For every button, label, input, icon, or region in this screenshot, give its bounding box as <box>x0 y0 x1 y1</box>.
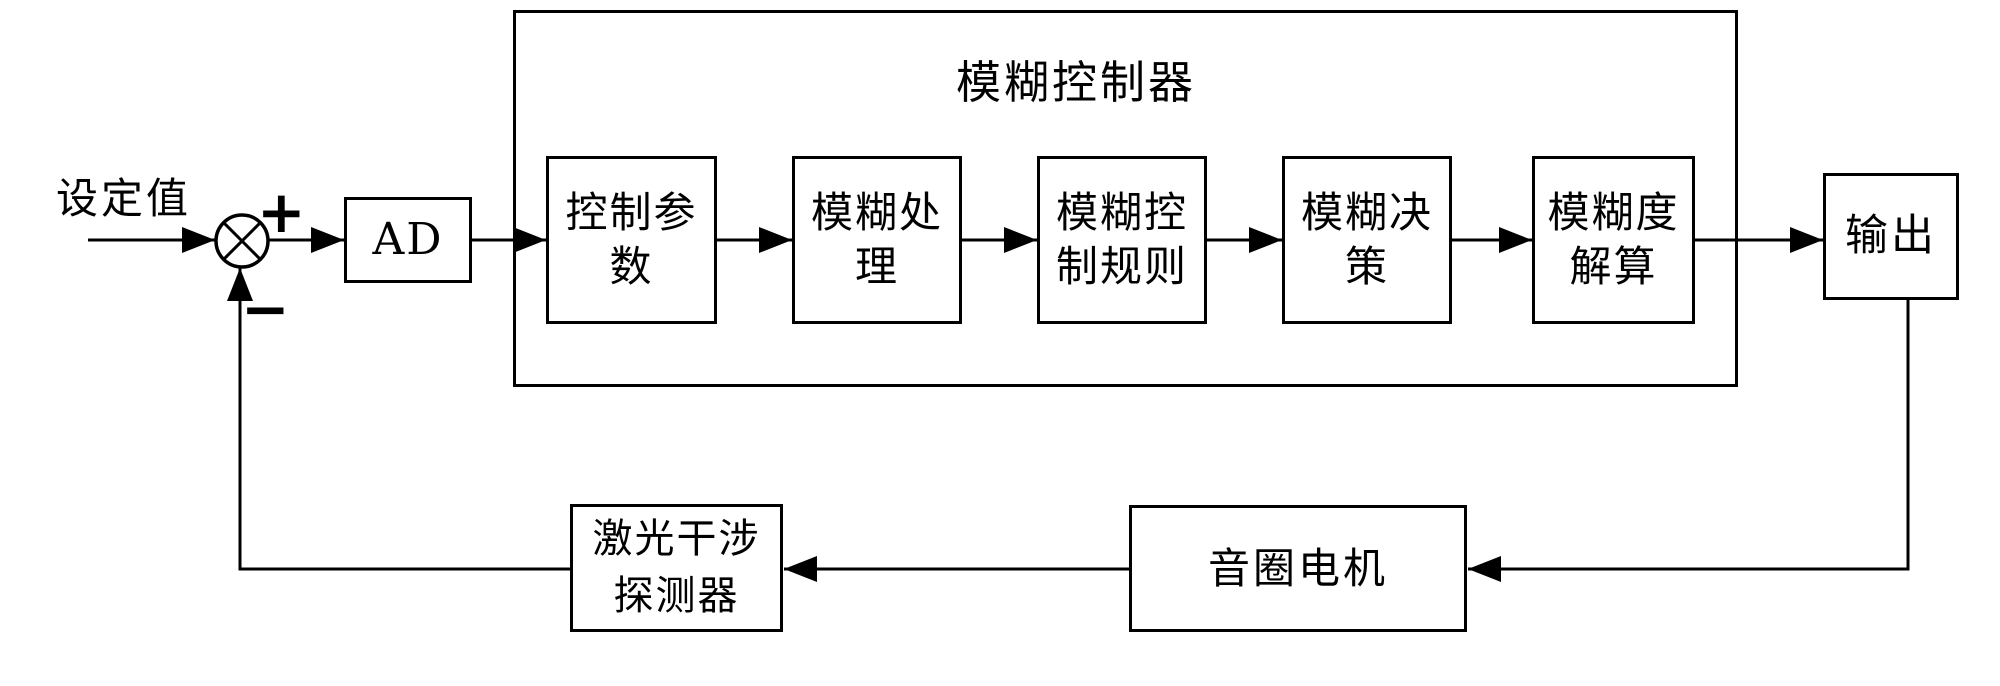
laser-detector-line1: 激光干涉 <box>592 516 761 562</box>
fuzzy-controller-group-box <box>513 10 1738 387</box>
block-fuzzification-line1: 模糊处 <box>810 188 943 237</box>
wire-laser-to-sum <box>227 268 570 571</box>
voice-coil-motor-block: 音圈电机 <box>1129 505 1467 632</box>
laser-detector-line2: 探测器 <box>613 573 740 619</box>
summing-junction-icon <box>214 213 270 269</box>
block-fuzzification-line2: 理 <box>854 242 899 291</box>
block-fuzzy-control-rules-line2: 制规则 <box>1055 242 1188 291</box>
output-block-label: 输出 <box>1845 211 1937 261</box>
voice-coil-motor-label: 音圈电机 <box>1207 543 1388 593</box>
block-control-parameters-line2: 数 <box>609 242 654 291</box>
block-control-parameters: 控制参 数 <box>546 156 717 324</box>
ad-converter-label: AD <box>372 214 444 265</box>
setpoint-label: 设定值 <box>56 174 192 223</box>
sum-minus-sign: − <box>241 275 290 343</box>
wire-output-to-vcm <box>1468 300 1910 582</box>
block-fuzzy-decision-line2: 策 <box>1344 242 1389 291</box>
block-fuzzy-decision: 模糊决 策 <box>1282 156 1452 324</box>
laser-interference-detector-block: 激光干涉 探测器 <box>570 504 783 632</box>
block-fuzzy-control-rules: 模糊控 制规则 <box>1037 156 1207 324</box>
block-fuzzification: 模糊处 理 <box>792 156 962 324</box>
output-block: 输出 <box>1823 173 1959 300</box>
sum-plus-sign: + <box>257 178 306 246</box>
block-fuzzy-control-rules-line1: 模糊控 <box>1055 188 1188 237</box>
block-defuzzification-line1: 模糊度 <box>1547 188 1680 237</box>
block-control-parameters-line1: 控制参 <box>565 188 698 237</box>
ad-converter-block: AD <box>344 197 472 283</box>
fuzzy-controller-title: 模糊控制器 <box>956 56 1197 109</box>
block-defuzzification: 模糊度 解算 <box>1532 156 1695 324</box>
block-fuzzy-decision-line1: 模糊决 <box>1300 188 1433 237</box>
block-defuzzification-line2: 解算 <box>1569 242 1658 291</box>
